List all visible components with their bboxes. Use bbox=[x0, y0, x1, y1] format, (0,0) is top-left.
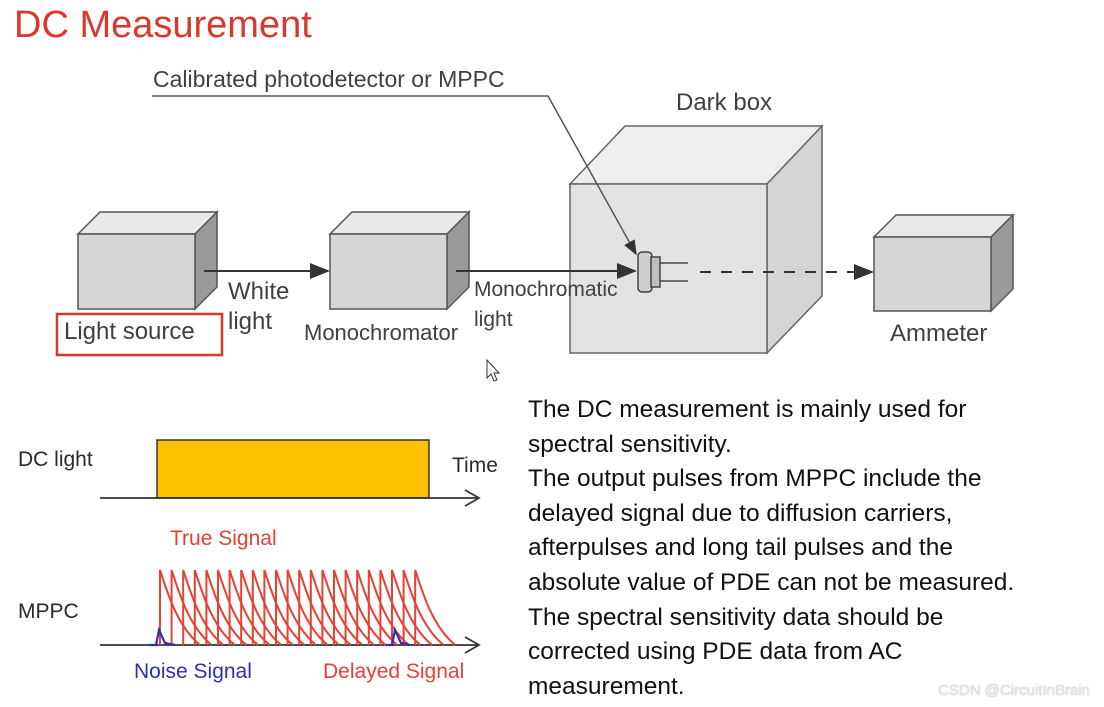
noise-pulses bbox=[149, 626, 411, 647]
description-line-7: The spectral sensitivity data should be bbox=[528, 603, 944, 631]
mppc-label: MPPC bbox=[18, 600, 79, 623]
mppc-pulse bbox=[159, 569, 201, 646]
mppc-pulse bbox=[170, 569, 213, 646]
description-line-8: corrected using PDE data from AC bbox=[528, 638, 903, 666]
mppc-pulse bbox=[263, 569, 306, 646]
white-light-label-line1: White bbox=[228, 278, 290, 305]
detector-callout-line bbox=[152, 95, 637, 256]
true-signal-label: True Signal bbox=[170, 527, 277, 550]
mppc-pulse bbox=[228, 569, 271, 646]
monochromator-label: Monochromator bbox=[304, 320, 459, 345]
watermark: CSDN @CircuitInBrain bbox=[938, 682, 1090, 699]
mppc-pulse bbox=[251, 569, 294, 646]
dc-time-axis-arrowhead bbox=[464, 489, 481, 507]
description-line-5: afterpulses and long tail pulses and the bbox=[528, 534, 953, 562]
light-source-label: Light source bbox=[64, 318, 195, 345]
mppc-pulse bbox=[414, 569, 456, 646]
time-label: Time bbox=[452, 454, 498, 477]
description-line-3: The output pulses from MPPC include the bbox=[528, 465, 982, 493]
ammeter-box bbox=[872, 213, 1015, 313]
mppc-pulse bbox=[344, 569, 387, 646]
mppc-pulse bbox=[240, 569, 282, 646]
description-line-2: spectral sensitivity. bbox=[528, 430, 732, 458]
dc-light-label: DC light bbox=[18, 448, 93, 471]
delayed-signal-label: Delayed Signal bbox=[323, 660, 465, 683]
description-line-9: measurement. bbox=[528, 672, 685, 700]
mppc-pulse bbox=[321, 569, 364, 646]
page-title: DC Measurement bbox=[14, 4, 312, 46]
light-source-box bbox=[76, 210, 219, 311]
mppc-pulse bbox=[309, 569, 352, 646]
description-line-6: absolute value of PDE can not be measure… bbox=[528, 568, 1015, 596]
monochromatic-light-label-line2: light bbox=[474, 308, 513, 331]
description-text: The DC measurement is mainly used for sp… bbox=[528, 393, 1100, 704]
mppc-pulse bbox=[217, 569, 259, 646]
mppc-pulse bbox=[367, 569, 410, 646]
mppc-pulse bbox=[205, 569, 248, 646]
dark-box bbox=[568, 124, 824, 355]
photodetector-icon bbox=[637, 251, 688, 293]
mppc-pulse bbox=[275, 569, 317, 646]
description-line-1: The DC measurement is mainly used for bbox=[528, 396, 967, 423]
mppc-pulse bbox=[391, 569, 433, 646]
mppc-pulse bbox=[333, 569, 375, 646]
mppc-pulse bbox=[356, 569, 398, 646]
mppc-pulse bbox=[298, 569, 340, 646]
dark-box-label: Dark box bbox=[676, 89, 773, 116]
monochromatic-light-label-line1: Monochromatic bbox=[474, 278, 618, 301]
ammeter-label: Ammeter bbox=[890, 320, 988, 347]
detector-label: Calibrated photodetector or MPPC bbox=[153, 66, 505, 92]
white-light-label-line2: light bbox=[228, 308, 273, 335]
mppc-pulse-train bbox=[159, 569, 456, 646]
mppc-pulse bbox=[286, 569, 329, 646]
noise-signal-label: Noise Signal bbox=[134, 660, 252, 683]
description-line-4: delayed signal due to diffusion carriers… bbox=[528, 499, 953, 527]
mppc-pulse bbox=[182, 569, 224, 646]
light-source-highlight bbox=[55, 312, 224, 357]
monochromator-box bbox=[328, 210, 471, 311]
dc-light-pulse bbox=[156, 439, 430, 499]
mppc-pulse bbox=[379, 569, 422, 646]
mppc-pulse bbox=[402, 569, 445, 646]
mppc-pulse bbox=[193, 569, 236, 646]
cursor-icon bbox=[486, 358, 501, 382]
mppc-time-axis-arrowhead bbox=[464, 636, 481, 654]
